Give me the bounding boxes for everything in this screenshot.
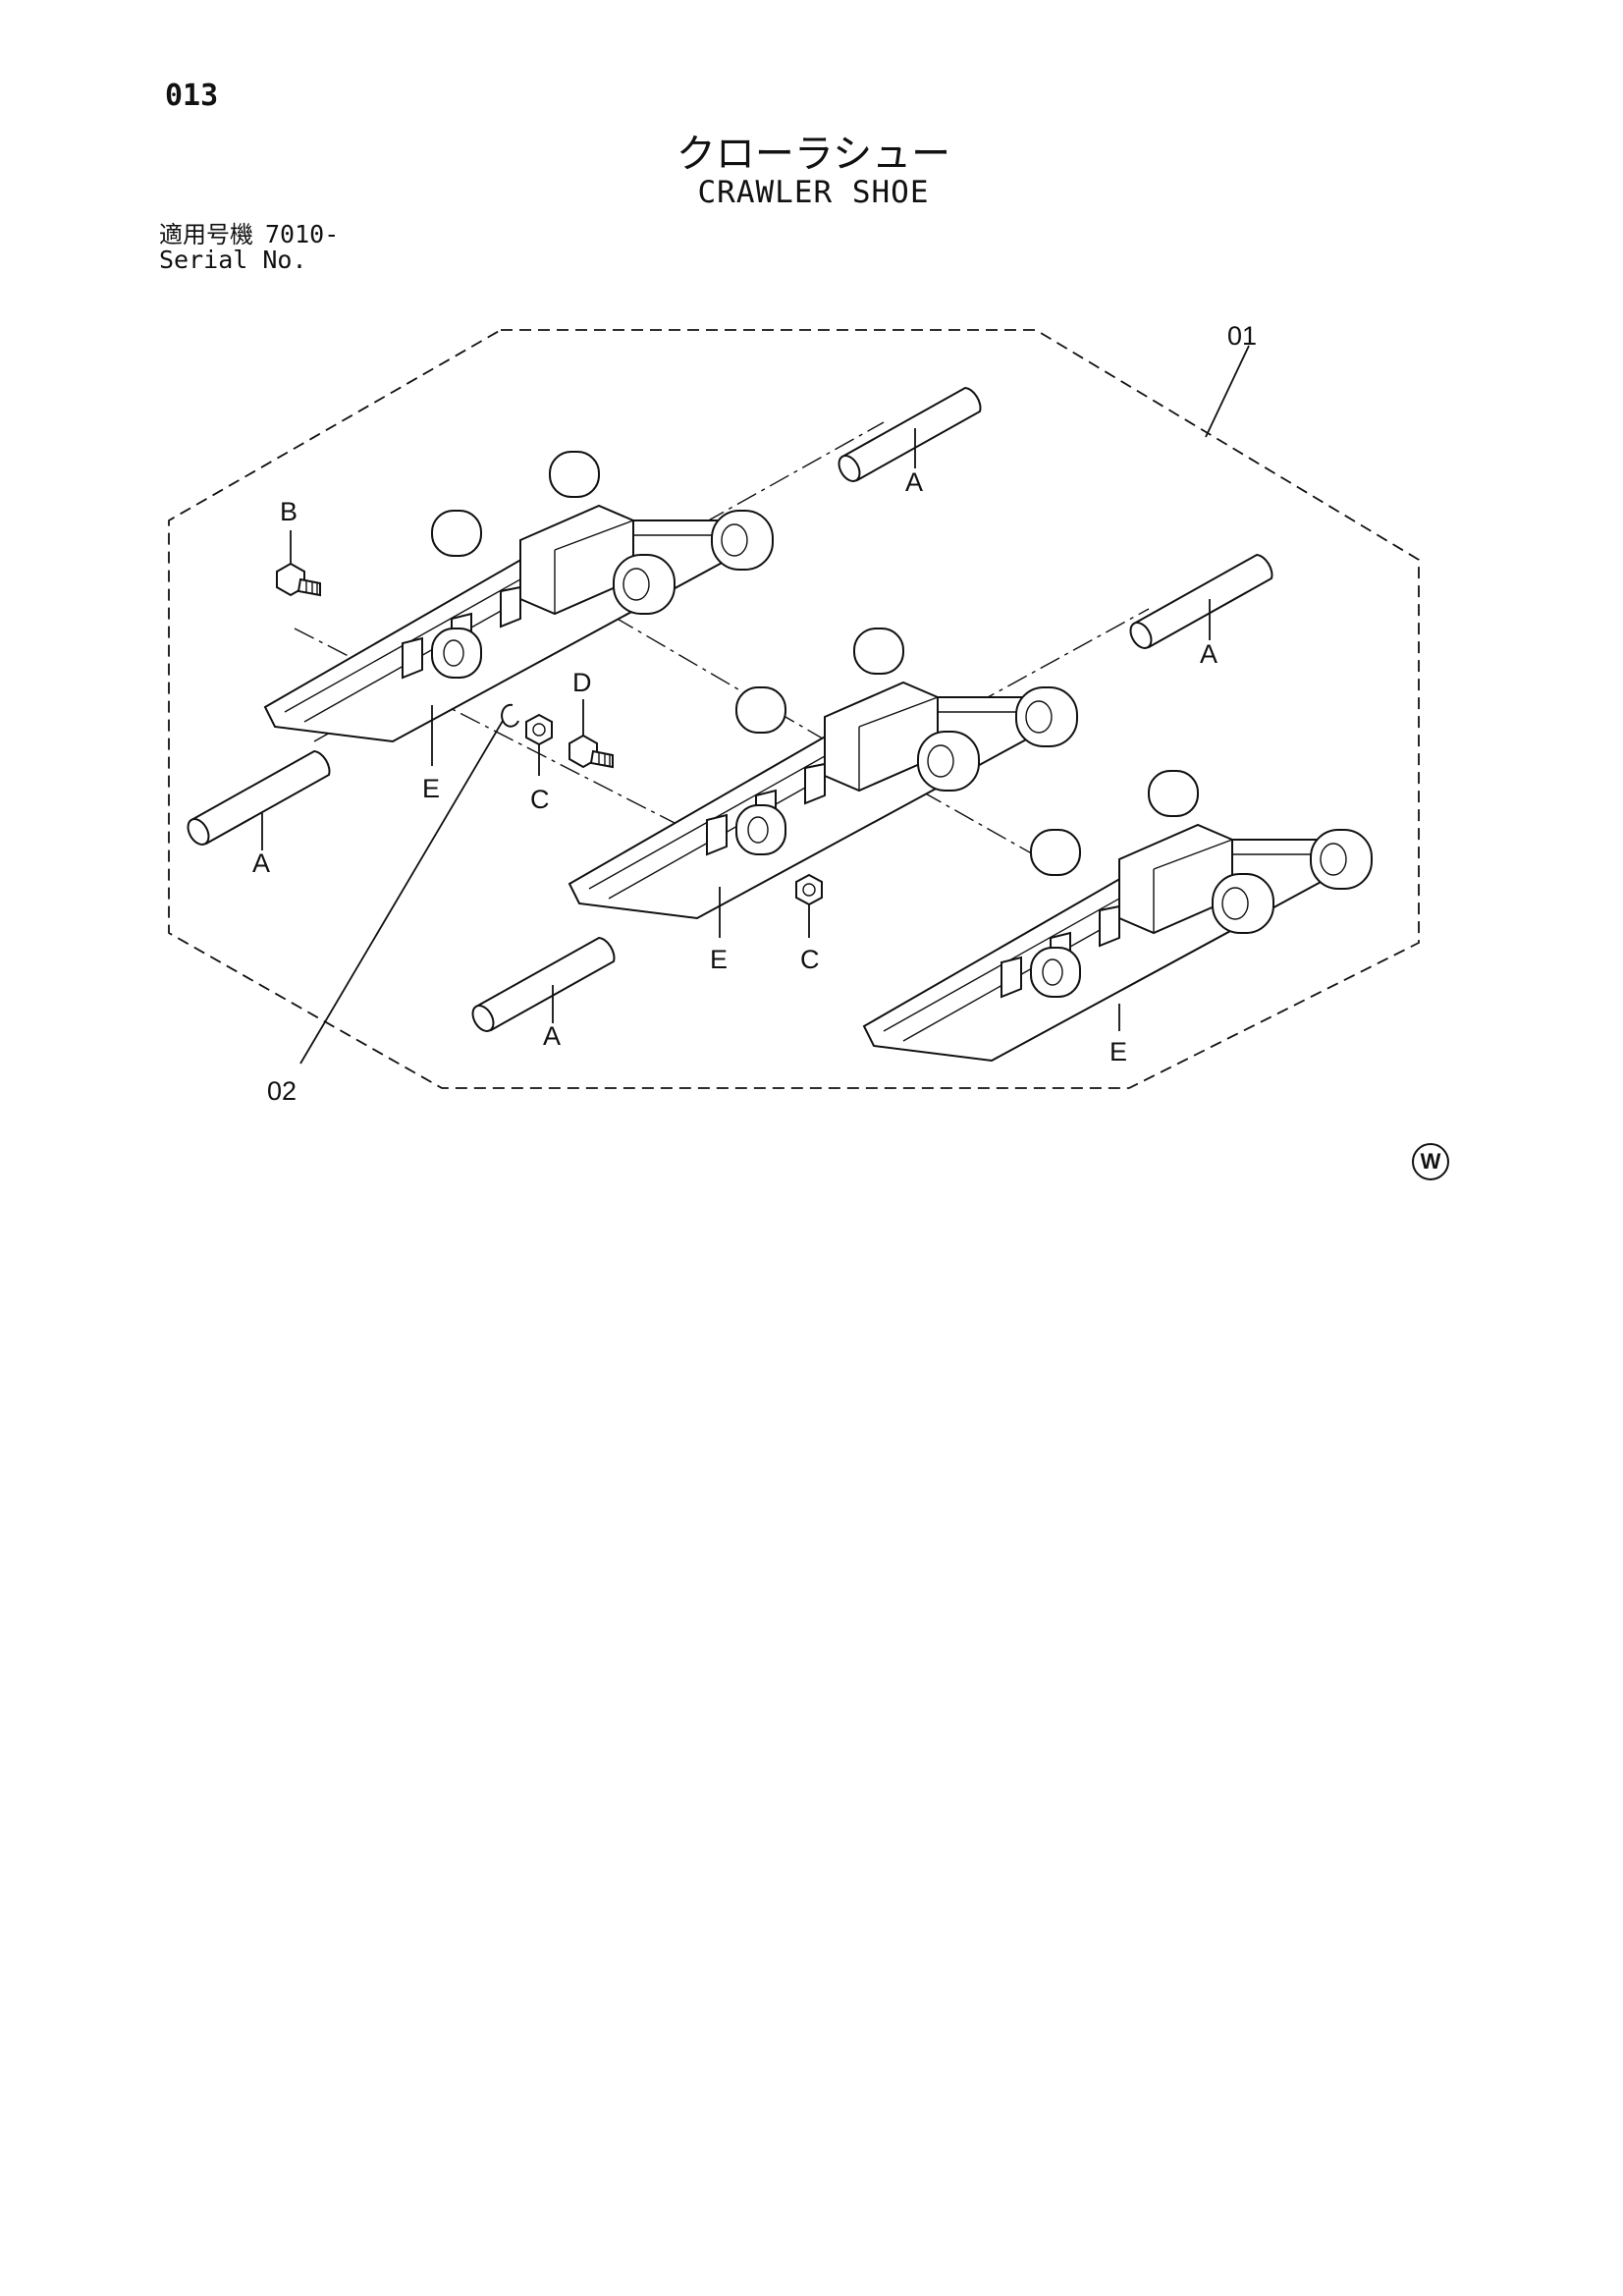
page-title-jp: クローラシュー	[676, 132, 951, 177]
watermark-stamp: W	[1412, 1143, 1449, 1180]
pin-4	[467, 937, 616, 1036]
callout-e-2: E	[710, 945, 728, 974]
serial-label-jp: 適用号機	[159, 221, 253, 248]
leader-01	[1205, 345, 1250, 438]
bolt-b	[276, 563, 321, 596]
nut-1	[525, 714, 553, 745]
serial-block: 適用号機 7010- Serial No.	[159, 222, 339, 273]
crawler-shoe-1	[264, 451, 774, 742]
callout-e-1: E	[422, 774, 440, 803]
callout-c-2: C	[800, 945, 820, 974]
crawler-shoe-2	[568, 628, 1078, 919]
leader-02	[299, 720, 504, 1065]
callout-a-2: A	[1200, 639, 1217, 669]
bolt-d	[568, 735, 614, 768]
pin-2	[1125, 554, 1273, 653]
page-number: 013	[165, 79, 219, 113]
clip	[501, 703, 519, 728]
callout-d: D	[572, 668, 592, 697]
callout-a-1: A	[905, 467, 923, 497]
callout-01: 01	[1227, 321, 1257, 351]
nut-2	[795, 874, 823, 905]
assembly-boundary	[168, 329, 1420, 1089]
page-title-en: CRAWLER SHOE	[697, 175, 930, 210]
callout-02: 02	[267, 1076, 297, 1106]
serial-label-en: Serial No.	[159, 246, 307, 274]
pin-3	[183, 750, 331, 849]
serial-value: 7010-	[265, 220, 340, 248]
crawler-shoe-3	[863, 770, 1373, 1062]
callout-e-3: E	[1109, 1037, 1127, 1066]
callout-b: B	[280, 497, 298, 526]
callout-a-4: A	[543, 1021, 561, 1051]
callout-c-1: C	[530, 785, 550, 814]
callout-a-3: A	[252, 848, 270, 878]
